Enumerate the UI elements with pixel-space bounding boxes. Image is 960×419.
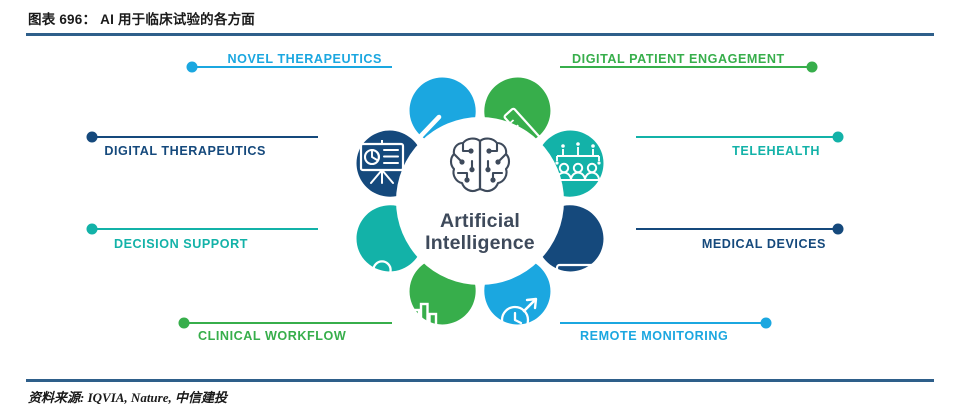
source-note: 资料来源: IQVIA, Nature, 中信建投 <box>28 390 227 405</box>
label-medical-devices[interactable]: MEDICAL DEVICES <box>702 237 826 251</box>
petal-labels: NOVEL THERAPEUTICS DIGITAL PATIENT ENGAG… <box>104 52 826 343</box>
person-heart-icon <box>364 260 400 298</box>
label-telehealth[interactable]: TELEHEALTH <box>732 144 820 158</box>
petal-novel-therapeutics[interactable] <box>399 67 488 158</box>
label-clinical-workflow[interactable]: CLINICAL WORKFLOW <box>198 329 346 343</box>
label-novel-therapeutics[interactable]: NOVEL THERAPEUTICS <box>227 52 382 66</box>
label-digital-patient-engagement[interactable]: DIGITAL PATIENT ENGAGEMENT <box>572 52 785 66</box>
checkmark-icon <box>404 114 442 143</box>
ai-clinical-trials-diagram: Artificial Intelligence NOVEL THERAPEUTI… <box>0 36 960 378</box>
connector-digital-therapeutics <box>86 131 318 143</box>
petal-medical-devices[interactable] <box>523 193 614 302</box>
label-digital-therapeutics[interactable]: DIGITAL THERAPEUTICS <box>104 144 266 158</box>
petal-remote-monitoring[interactable] <box>472 244 561 339</box>
center-circle <box>396 117 564 285</box>
presentation-board-icon <box>359 140 405 184</box>
connector-clinical-workflow <box>178 317 392 329</box>
clock-growth-icon <box>496 297 538 339</box>
monitor-chart-icon <box>555 263 601 302</box>
petal-clinical-workflow[interactable] <box>399 244 488 337</box>
connector-remote-monitoring <box>560 317 772 329</box>
connector-lines <box>86 61 844 329</box>
page-title: 图表 696： AI 用于临床试验的各方面 <box>28 12 255 27</box>
label-remote-monitoring[interactable]: REMOTE MONITORING <box>580 329 728 343</box>
connector-novel-therapeutics <box>186 61 392 73</box>
bar-chart-icon <box>400 302 441 337</box>
petal-telehealth[interactable] <box>523 120 614 209</box>
footer-divider <box>26 379 934 382</box>
petal-decision-support[interactable] <box>346 193 437 298</box>
center-title-line1: Artificial <box>440 210 520 232</box>
petal-digital-therapeutics[interactable] <box>346 120 437 209</box>
connector-medical-devices <box>636 223 844 235</box>
title-divider <box>26 33 934 36</box>
brain-circuit-icon <box>449 137 511 193</box>
connector-digital-patient-engagement <box>560 61 818 73</box>
center-title-line2: Intelligence <box>425 232 535 254</box>
connector-telehealth <box>636 131 844 143</box>
connector-decision-support <box>86 223 318 235</box>
label-decision-support[interactable]: DECISION SUPPORT <box>114 237 248 251</box>
center-node[interactable]: Artificial Intelligence <box>396 117 564 285</box>
people-network-icon <box>555 142 601 181</box>
